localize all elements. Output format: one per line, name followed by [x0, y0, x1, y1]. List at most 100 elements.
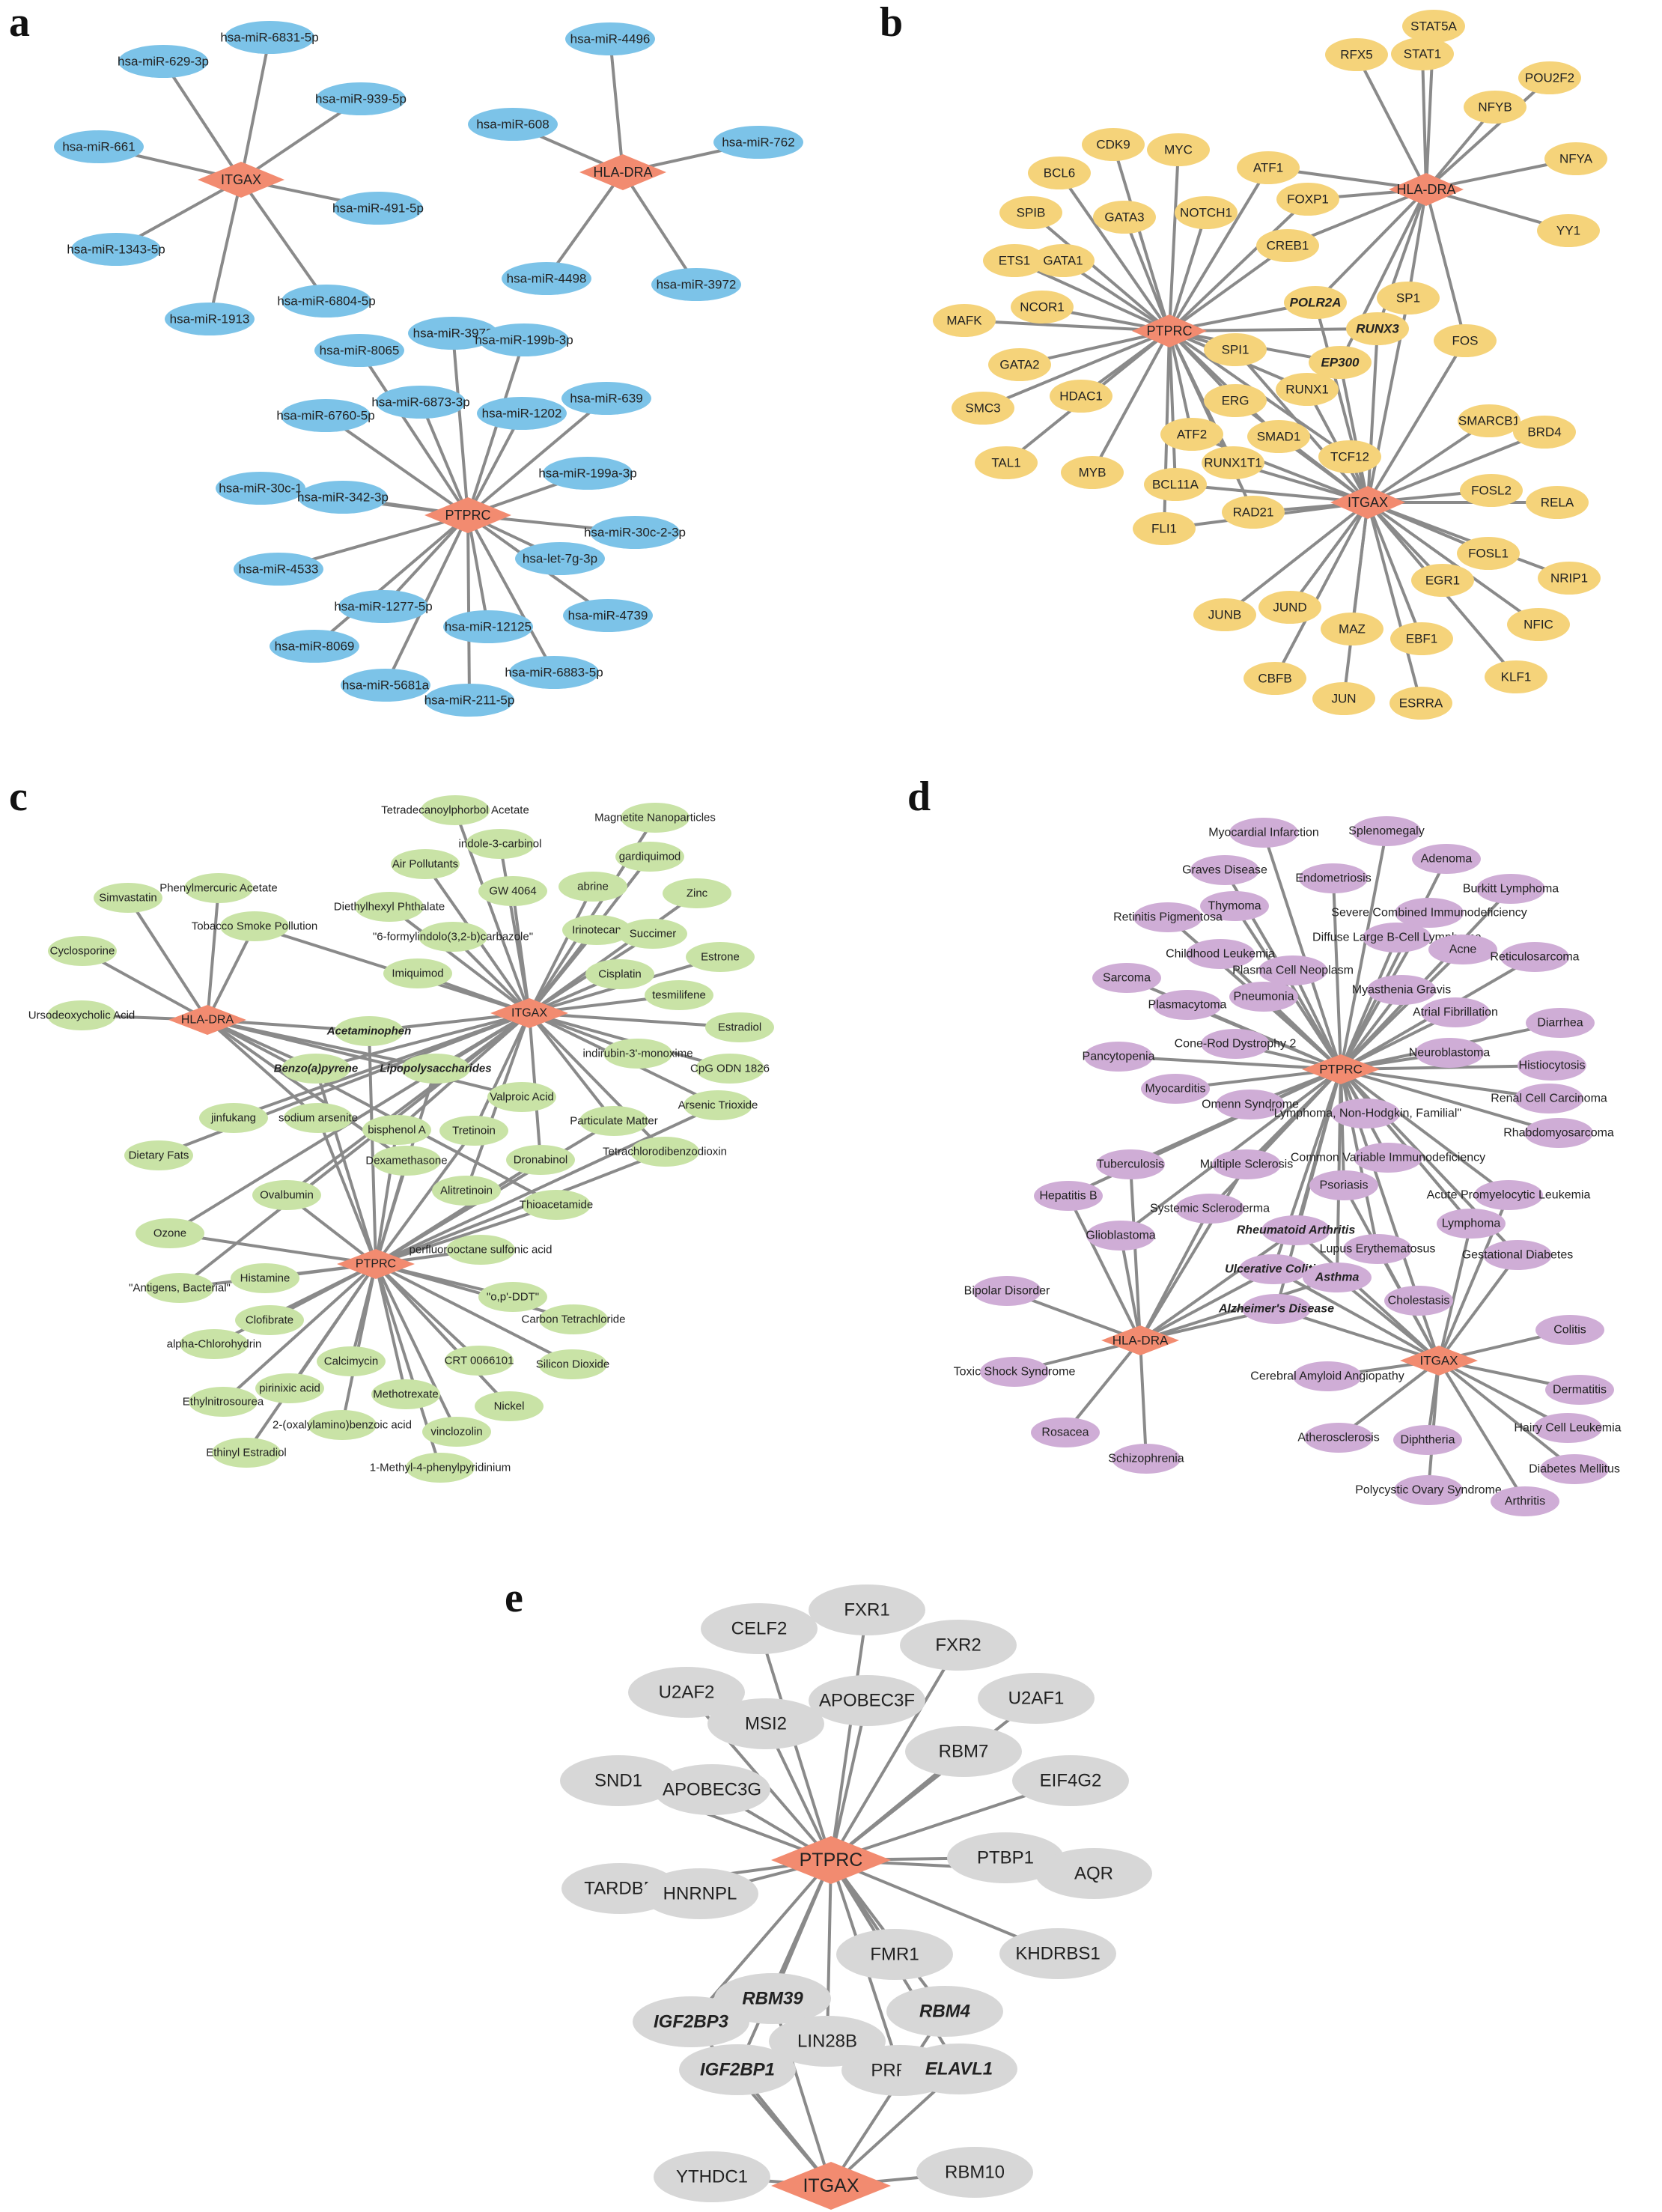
node-b-egr1: EGR1: [1411, 564, 1474, 597]
node-shape: [1389, 687, 1452, 720]
node-shape: [707, 1698, 824, 1749]
node-shape: [421, 795, 490, 825]
node-label: RUNX1T1: [1204, 456, 1261, 470]
node-b-gata3: GATA3: [1093, 201, 1156, 234]
node-shape: [1011, 291, 1074, 323]
node-shape: [1244, 662, 1306, 695]
node-d-lymphoma: Lymphoma: [1437, 1209, 1506, 1239]
node-a-hsa-mir-3972: hsa-miR-3972: [651, 268, 741, 301]
node-label: Myocarditis: [1145, 1083, 1206, 1096]
node-c-cpg-odn-1826: CpG ODN 1826: [690, 1054, 770, 1084]
hub-a-itgax: ITGAX: [198, 162, 284, 198]
node-shape: [642, 1868, 758, 1919]
node-shape: [645, 980, 713, 1010]
node-shape: [1526, 486, 1589, 519]
node-label: sodium arsenite: [278, 1112, 358, 1125]
edge-d-schizophrenia-hla-dra: [1139, 1339, 1148, 1460]
node-d-gestational-diabetes: Gestational Diabetes: [1462, 1240, 1573, 1270]
node-d-omenn-syndrome: Omenn Syndrome: [1202, 1090, 1299, 1119]
node-c-cyclosporine: Cyclosporine: [48, 936, 117, 966]
node-shape: [886, 1986, 1003, 2037]
node-shape: [478, 1282, 547, 1312]
hub-label: ITGAX: [1348, 495, 1388, 510]
node-a-hsa-mir-211-5p: hsa-miR-211-5p: [424, 684, 514, 717]
node-label: Toxic Shock Syndrome: [954, 1366, 1076, 1379]
node-label: Particulate Matter: [570, 1115, 658, 1128]
node-d-glioblastoma: Glioblastoma: [1086, 1221, 1156, 1251]
edge-a-hsa-mir-12125-ptprc: [466, 514, 490, 628]
node-shape: [1202, 446, 1264, 479]
node-shape: [314, 334, 404, 367]
node-label: APOBEC3G: [663, 1780, 761, 1800]
node-shape: [1483, 1240, 1552, 1270]
node-a-hsa-mir-8065: hsa-miR-8065: [314, 334, 404, 367]
node-e-apobec3g: APOBEC3G: [654, 1764, 770, 1815]
node-b-tcf12: TCF12: [1318, 440, 1381, 473]
node-b-bcl11a: BCL11A: [1144, 468, 1207, 501]
node-shape: [1212, 1149, 1281, 1179]
node-shape: [1175, 1194, 1244, 1224]
node-label: Rhabdomyosarcoma: [1503, 1127, 1614, 1140]
node-d-splenomegaly: Splenomegaly: [1348, 816, 1425, 846]
node-shape: [1540, 1454, 1609, 1484]
node-shape: [684, 1090, 752, 1120]
node-c-methotrexate: Methotrexate: [371, 1379, 440, 1409]
node-label: Acute Promyelocytic Leukemia: [1427, 1189, 1591, 1202]
edge-b-fos-itgax: [1366, 339, 1467, 504]
hub-diamond: [771, 1836, 891, 1884]
node-shape: [1050, 380, 1112, 413]
node-shape: [1312, 682, 1375, 715]
node-shape: [1384, 1286, 1453, 1316]
node-e-khdrbs1: KHDRBS1: [999, 1928, 1116, 1979]
node-label: "Antigens, Bacterial": [129, 1282, 231, 1295]
node-c-tretinoin: Tretinoin: [439, 1116, 508, 1146]
node-a-hsa-mir-939-5p: hsa-miR-939-5p: [315, 82, 407, 115]
node-label: Cyclosporine: [50, 945, 115, 958]
node-shape: [1346, 312, 1409, 345]
node-shape: [1331, 1099, 1400, 1128]
node-shape: [1141, 1074, 1210, 1104]
node-shape: [1325, 38, 1388, 71]
edge-d-tuberculosis-hla-dra: [1129, 1163, 1142, 1342]
node-d-atherosclerosis: Atherosclerosis: [1297, 1423, 1380, 1453]
node-shape: [538, 1349, 607, 1379]
edge-d-rosacea-hla-dra: [1064, 1339, 1142, 1434]
node-label: Acetaminophen: [326, 1025, 412, 1038]
node-b-polr2a: POLR2A: [1284, 286, 1347, 319]
node-b-rela: RELA: [1526, 486, 1589, 519]
node-c-ozone: Ozone: [136, 1218, 204, 1248]
node-shape: [298, 481, 388, 514]
edge-d-multiple-sclerosis-hla-dra: [1139, 1163, 1248, 1342]
edge-e-fxr2-ptprc: [830, 1644, 960, 1862]
node-b-sp1: SP1: [1377, 282, 1440, 315]
node-d-systemic-scleroderma: Systemic Scleroderma: [1150, 1194, 1270, 1224]
node-label: Hepatitis B: [1039, 1190, 1097, 1203]
node-label: Benzo(a)pyrene: [274, 1063, 359, 1075]
node-label: Arthritis: [1505, 1495, 1545, 1508]
node-d-thymoma: Thymoma: [1200, 891, 1269, 921]
hub-label: ITGAX: [803, 2175, 859, 2196]
hub-diamond: [1132, 315, 1207, 347]
node-b-cbfb: CBFB: [1244, 662, 1306, 695]
node-shape: [446, 1235, 515, 1265]
node-label: SPIB: [1017, 206, 1046, 220]
edge-b-brd4-itgax: [1366, 431, 1546, 504]
node-shape: [372, 1146, 441, 1176]
node-shape: [686, 942, 755, 972]
node-e-msi2: MSI2: [707, 1698, 824, 1749]
node-d-asthma: Asthma: [1303, 1263, 1372, 1292]
node-shape: [502, 262, 591, 295]
node-e-rbm4: RBM4: [886, 1986, 1003, 2037]
node-shape: [978, 1673, 1095, 1724]
node-shape: [579, 1106, 648, 1136]
node-d-cerebral-amyloid-angiopathy: Cerebral Amyloid Angiopathy: [1250, 1361, 1404, 1391]
node-label: CELF2: [731, 1619, 788, 1639]
edge-c-vinclozolin-ptprc: [374, 1263, 458, 1433]
node-shape: [1367, 975, 1436, 1005]
node-label: Cone-Rod Dystrophy 2: [1175, 1038, 1297, 1051]
node-shape: [1276, 183, 1339, 216]
edge-b-smad1-ptprc: [1168, 329, 1280, 438]
node-b-myc: MYC: [1147, 133, 1210, 166]
edge-d-acne-ptprc: [1339, 948, 1464, 1071]
edge-b-bcl11a-itgax: [1174, 483, 1369, 504]
